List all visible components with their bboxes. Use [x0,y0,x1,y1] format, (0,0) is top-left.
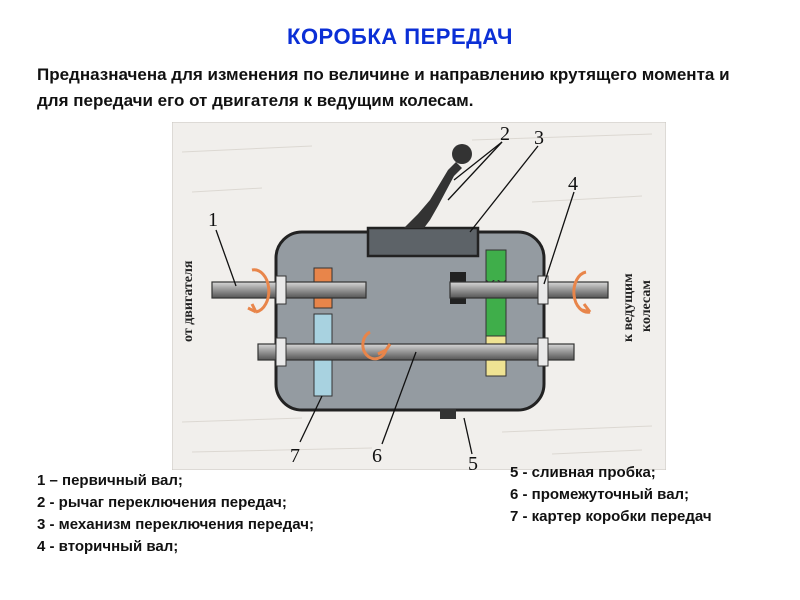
callout-1: 1 [208,209,218,231]
leader-lines [215,141,575,455]
shift-mechanism [366,226,480,258]
legend-item-1: 1 – первичный вал; [37,472,183,489]
lever-knob [452,144,472,164]
input-shaft [211,281,367,299]
callout-4: 4 [568,173,578,195]
legend-right: 5 - сливная пробка; 6 - промежуточный ва… [510,462,780,528]
label-to-wheels-1: к ведущим [621,273,636,342]
legend-item-2: 2 - рычаг переключения передач; [37,494,287,511]
callout-2: 2 [500,123,510,145]
legend-left: 1 – первичный вал; 2 - рычаг переключени… [37,470,417,558]
countershaft-bearing-left [275,337,287,367]
output-shaft [449,281,609,299]
legend-item-7: 7 - картер коробки передач [510,508,712,525]
output-shaft-bearing [537,275,549,305]
callout-numbers: 1 2 3 4 5 6 7 [208,123,578,470]
rotation-arrow-countershaft [361,330,392,361]
background-texture [181,133,653,455]
legend-item-4: 4 - вторичный вал; [37,538,179,555]
sync-block-top [450,272,466,282]
label-to-wheels-2: колесам [639,280,654,332]
legend-item-5: 5 - сливная пробка; [510,464,656,481]
input-shaft-bearing [275,275,287,305]
sync-block-bottom [450,294,466,304]
gearbox-diagram: от двигателя к ведущим колесам 1 2 3 4 5… [172,122,666,470]
callout-3: 3 [534,127,544,149]
legend-item-3: 3 - механизм переключения передач; [37,516,314,533]
countershaft-bearing-right [537,337,549,367]
rotation-arrow-input [247,268,271,314]
rotation-arrow-output [572,270,592,314]
intro-text: Предназначена для изменения по величине … [37,65,730,110]
callout-5: 5 [468,453,478,470]
label-from-engine: от двигателя [181,260,196,342]
legend-item-6: 6 - промежуточный вал; [510,486,690,503]
callout-6: 6 [372,445,382,467]
drain-plug [440,409,456,419]
callout-7: 7 [290,445,300,467]
shift-lever [404,162,462,228]
page-title: КОРОБКА ПЕРЕДАЧ [287,24,513,49]
